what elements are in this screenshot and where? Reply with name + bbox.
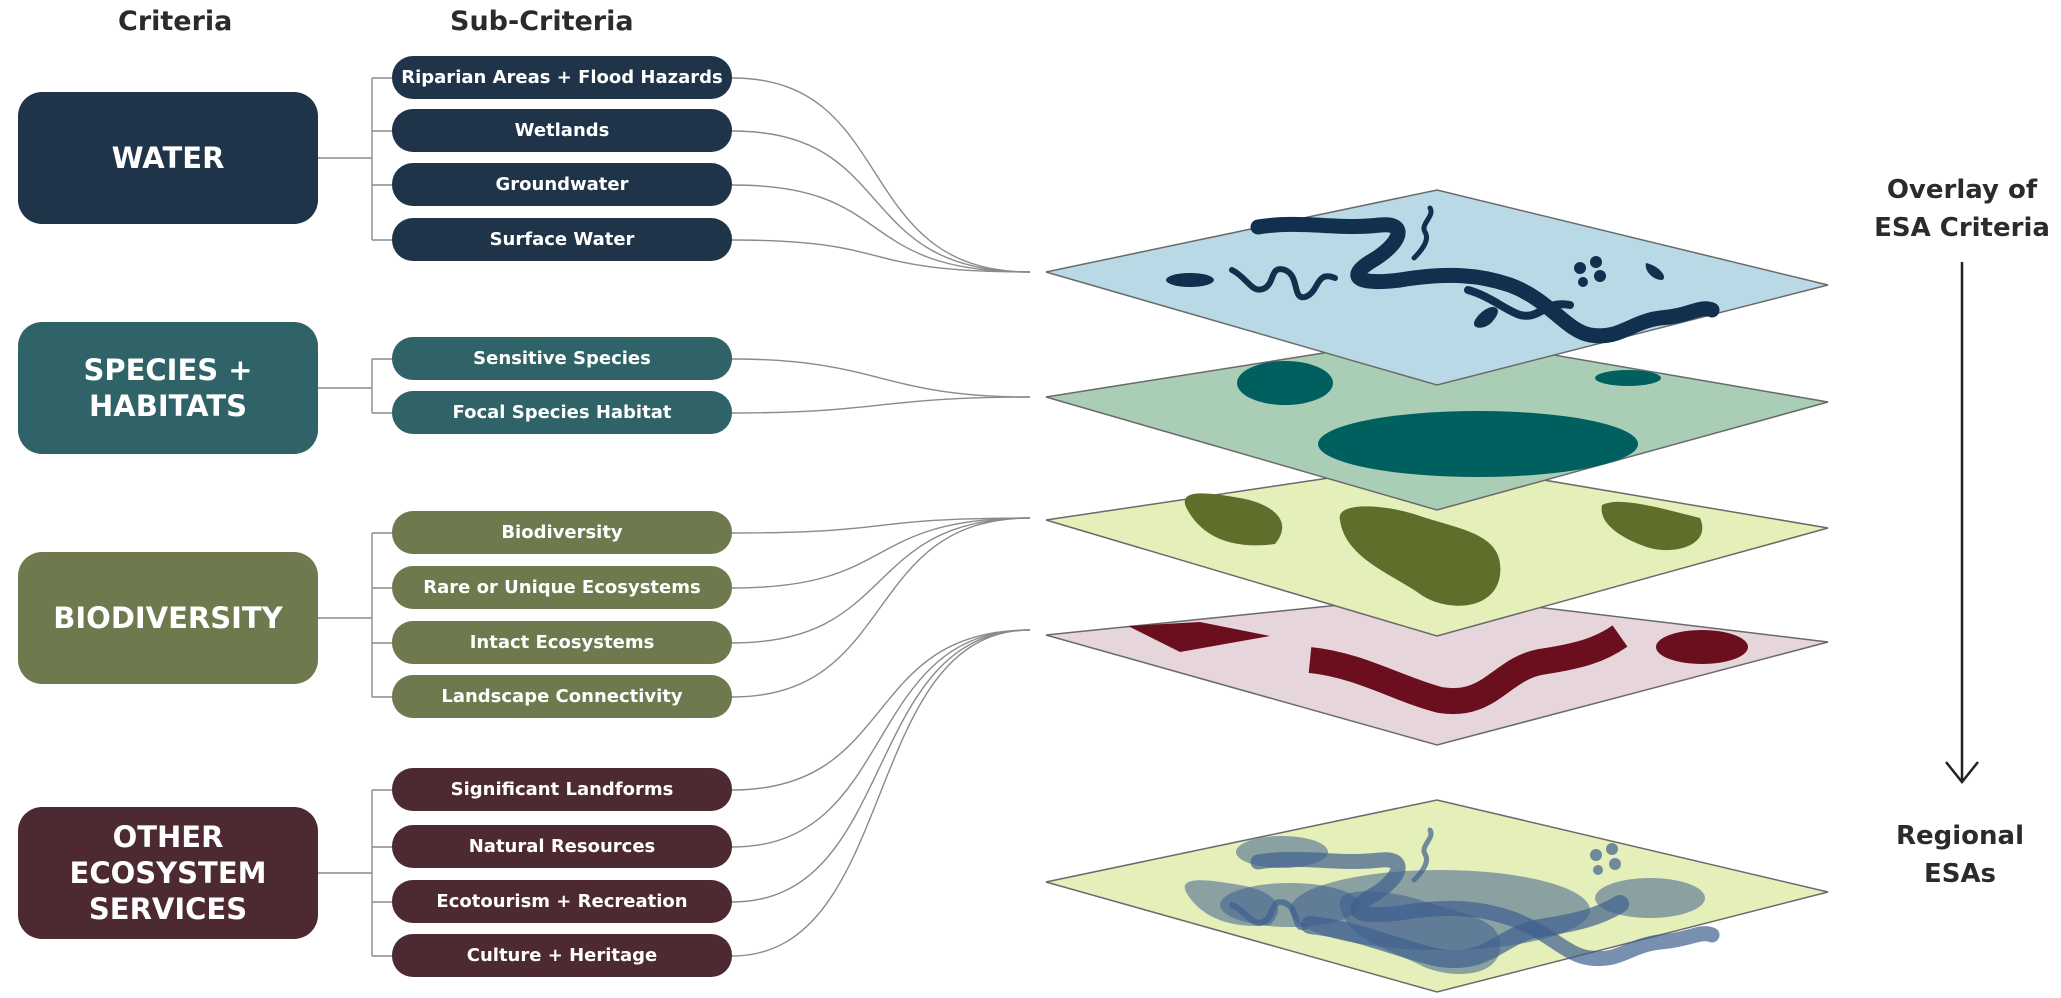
criteria-species-habitats: SPECIES + HABITATS [18,322,318,454]
criteria-other-ecosystem-services: OTHER ECOSYSTEM SERVICES [18,807,318,939]
sub-criteria-header: Sub-Criteria [450,6,634,37]
biodiversity-patch-left [1184,493,1283,546]
sub-surface-water: Surface Water [392,218,732,261]
pond-shape-1 [1574,262,1586,274]
pond-shape-4 [1578,277,1588,287]
stream-wiggle-left [1229,266,1338,301]
sub-ecotourism-recreation: Ecotourism + Recreation [392,880,732,923]
esa-pond-3 [1609,858,1621,870]
criteria-water-label: WATER [111,140,225,175]
habitat-large-shape [1318,411,1638,477]
sub-riparian-flood: Riparian Areas + Flood Hazards [392,56,732,99]
sub-intact-ecosystems: Intact Ecosystems [392,621,732,664]
criteria-biodiversity: BIODIVERSITY [18,552,318,684]
lake-shape-left [1166,273,1214,287]
other-layer [1045,594,1829,746]
biodiversity-layer [1045,461,1829,637]
pond-shape-2 [1590,256,1602,268]
criteria-biodiversity-label: BIODIVERSITY [53,600,283,635]
sub-rare-unique-ecosystems: Rare or Unique Ecosystems [392,566,732,609]
landform-shape [1128,622,1270,652]
pond-shape-3 [1594,270,1606,282]
criteria-other-label: OTHER ECOSYSTEM SERVICES [69,819,267,927]
overlay-arrow [1945,262,1979,785]
sub-significant-landforms: Significant Landforms [392,768,732,811]
sub-focal-species-habitat: Focal Species Habitat [392,391,732,434]
criteria-water: WATER [18,92,318,224]
sub-groundwater: Groundwater [392,163,732,206]
species-layer [1045,334,1829,511]
esa-corridor [1301,895,1629,969]
esa-stream-top [1411,827,1434,883]
sub-culture-heritage: Culture + Heritage [392,934,732,977]
esa-pond-4 [1593,865,1603,875]
esa-pond-1 [1590,849,1602,861]
corridor-shape [1308,625,1628,715]
curved-connectors [731,77,1031,957]
regional-esas-label: Regional ESAs [1895,821,2024,889]
esa-pond-2 [1606,843,1618,855]
water-layer [1045,189,1829,386]
criteria-header: Criteria [118,6,233,37]
esa-river [1250,851,1720,967]
sub-biodiversity: Biodiversity [392,511,732,554]
habitat-thin-shape [1595,370,1661,386]
biodiversity-patch-right [1601,501,1703,551]
resource-shape [1656,630,1748,664]
overlay-label: Overlay of ESA Criteria [1874,175,2050,243]
sub-sensitive-species: Sensitive Species [392,337,732,380]
biodiversity-patch-center [1339,506,1501,606]
stream-wiggle-top [1411,205,1434,261]
regional-esa-layer [1045,799,1829,993]
criteria-species-habitats-label: SPECIES + HABITATS [83,352,253,423]
pond-shape-5 [1645,263,1665,280]
sub-landscape-connectivity: Landscape Connectivity [392,675,732,718]
bracket-connectors [318,77,392,957]
esa-stream [1229,899,1308,931]
habitat-small-shape [1237,361,1333,405]
sub-wetlands: Wetlands [392,109,732,152]
wetland-shape [1473,307,1498,328]
river-main-shape [1250,216,1720,344]
sub-natural-resources: Natural Resources [392,825,732,868]
stream-branch [1464,286,1574,320]
